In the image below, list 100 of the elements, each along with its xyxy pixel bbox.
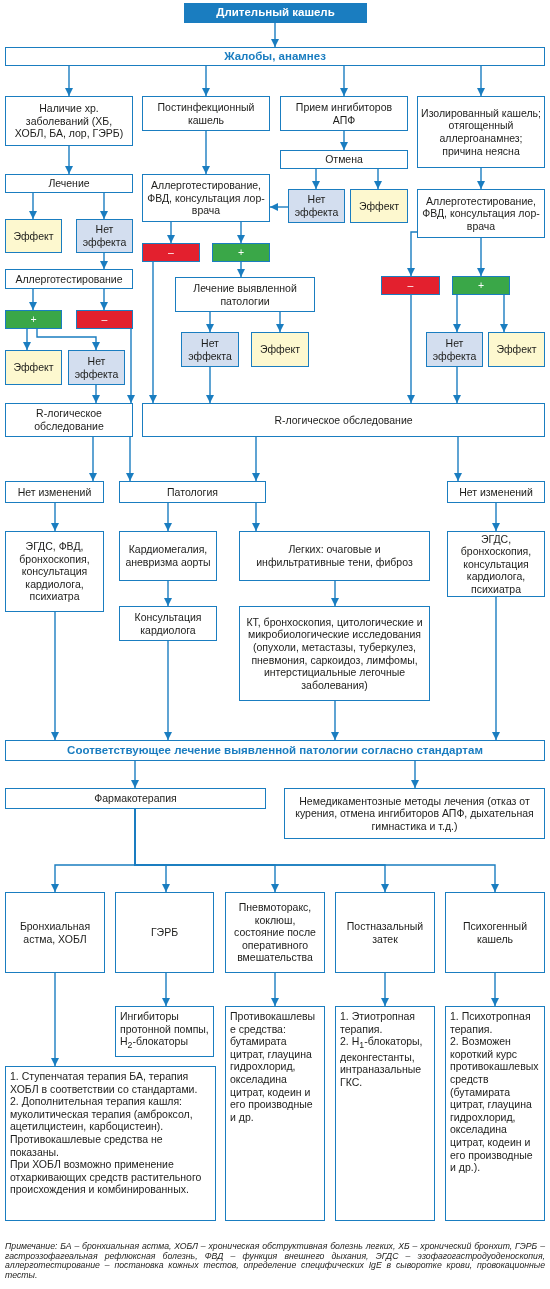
box-text: При ХОБЛ возможно применение отхаркивающих средств растительного происхождения и комбинированных. (10, 1158, 203, 1196)
box-text: Нет изменений (16, 485, 93, 499)
box-text: Пневмоторакс, коклюш, состояние после оперативного вмешательства (233, 901, 317, 964)
positive-result-box (5, 310, 62, 329)
arrow (331, 700, 339, 741)
box-text: Противокашлевые средства: бутамирата цитрат, глауцина гидрохлорид, окселадина цитрат, кодеин и его производные и др. (230, 1010, 317, 1124)
effect-box (350, 189, 408, 223)
arrow (164, 502, 172, 532)
box-text: Нет изменений (458, 485, 534, 499)
process-box (115, 1006, 214, 1057)
box-text: 1. Психотропная терапия. (450, 1010, 532, 1036)
arrow (149, 261, 157, 404)
arrow (206, 366, 214, 404)
no-effect-box (181, 332, 239, 367)
box-text: Противокашлевые средства не показаны. (10, 1132, 164, 1159)
box-text: Патология (166, 485, 219, 499)
process-box (445, 892, 545, 973)
box-text: Прием ингибиторов АПФ (294, 100, 394, 127)
positive-result-box (452, 276, 510, 295)
positive-result-box (212, 243, 270, 262)
box-text: Консультация кардиолога (133, 610, 203, 637)
box-text: ГЭРБ (149, 926, 180, 939)
arrow (65, 145, 73, 175)
box-text: Длительный кашель (215, 6, 336, 20)
box-text: Нет эффекта (73, 354, 120, 381)
effect-box (251, 332, 309, 367)
arrow (477, 237, 485, 277)
arrow (167, 221, 175, 244)
process-box (239, 531, 430, 581)
box-text: Наличие хр. заболеваний (ХБ, ХОБЛ, БА, лор, ГЭРБ) (13, 102, 125, 140)
arrow (492, 502, 500, 532)
box-text: Жалобы, анамнез (223, 49, 327, 64)
process-box (5, 740, 545, 761)
arrow (51, 972, 59, 1067)
process-box (5, 269, 133, 289)
process-box (175, 277, 315, 312)
process-box (5, 481, 104, 503)
arrow (271, 972, 279, 1007)
process-box (335, 892, 435, 973)
arrow (65, 65, 73, 97)
arrow (407, 231, 418, 277)
arrow (127, 328, 135, 404)
arrow (276, 311, 284, 333)
arrow (100, 252, 108, 270)
process-box (119, 531, 217, 581)
arrow (202, 65, 210, 97)
box-text: R-логическое обследование (33, 407, 105, 433)
arrow (100, 192, 108, 220)
box-text: Изолированный кашель; отягощенный аллергоанамнез; причина неясна (421, 106, 541, 158)
box-text: Психогенный кашель (461, 919, 529, 946)
process-box (417, 96, 545, 168)
process-box (5, 531, 104, 612)
arrow (36, 328, 100, 351)
arrow (491, 972, 499, 1007)
title-box (184, 3, 367, 23)
arrow (29, 288, 37, 311)
arrow (51, 611, 59, 741)
arrow (407, 294, 415, 404)
arrow (131, 760, 139, 789)
box-text: Отмена (324, 153, 364, 166)
negative-result-box (142, 243, 200, 262)
box-text: + (236, 246, 246, 259)
box-text: Постинфекционный кашель (156, 100, 256, 127)
box-text: Постназальный затек (345, 919, 425, 946)
arrow (340, 65, 348, 97)
arrow (206, 311, 214, 333)
arrow (340, 130, 348, 151)
box-text: – (406, 279, 415, 292)
box-text: ЭГДС, бронхоскопия, консультация кардиолога, психиатра (459, 532, 533, 596)
process-box (5, 47, 545, 66)
arrow (252, 436, 260, 482)
process-box (225, 1006, 325, 1221)
process-box (335, 1006, 435, 1221)
process-box (239, 606, 430, 701)
arrow (454, 436, 462, 482)
arrow (51, 502, 59, 532)
process-box (225, 892, 325, 973)
negative-result-box (381, 276, 440, 295)
effect-box (488, 332, 545, 367)
process-box (119, 481, 266, 503)
box-text: Эффект (12, 229, 55, 243)
process-box (447, 531, 545, 597)
effect-box (5, 219, 62, 253)
arrow (374, 168, 382, 190)
box-text: Немедикаментозные методы лечения (отказ от курения, отмена ингибиторов АПФ, дыхательная гимнастика и т.д.) (294, 794, 535, 833)
arrow (477, 65, 485, 97)
process-box (5, 174, 133, 193)
process-box (284, 788, 545, 839)
box-text: Бронхиальная астма, ХОБЛ (18, 919, 92, 946)
box-text: – (167, 246, 175, 259)
box-text: 1. Этиотропная терапия. (340, 1010, 416, 1036)
box-text: 2. H$_{1}$-блокаторы, деконгестанты, интраназальные ГКС. (340, 1035, 424, 1089)
effect-box (5, 350, 62, 385)
arrow (381, 972, 389, 1007)
box-text: Кардиомегалия, аневризма аорты (124, 543, 212, 569)
box-text: 2. Дополнительная терапия кашля: муколитическая терапия (амброксол, ацетилцистеин, карбоцистеин). (10, 1095, 194, 1133)
box-text: R-логическое обследование (273, 413, 414, 427)
box-text: Нет эффекта (81, 223, 128, 249)
box-text: + (29, 313, 38, 326)
arrow (453, 294, 461, 333)
